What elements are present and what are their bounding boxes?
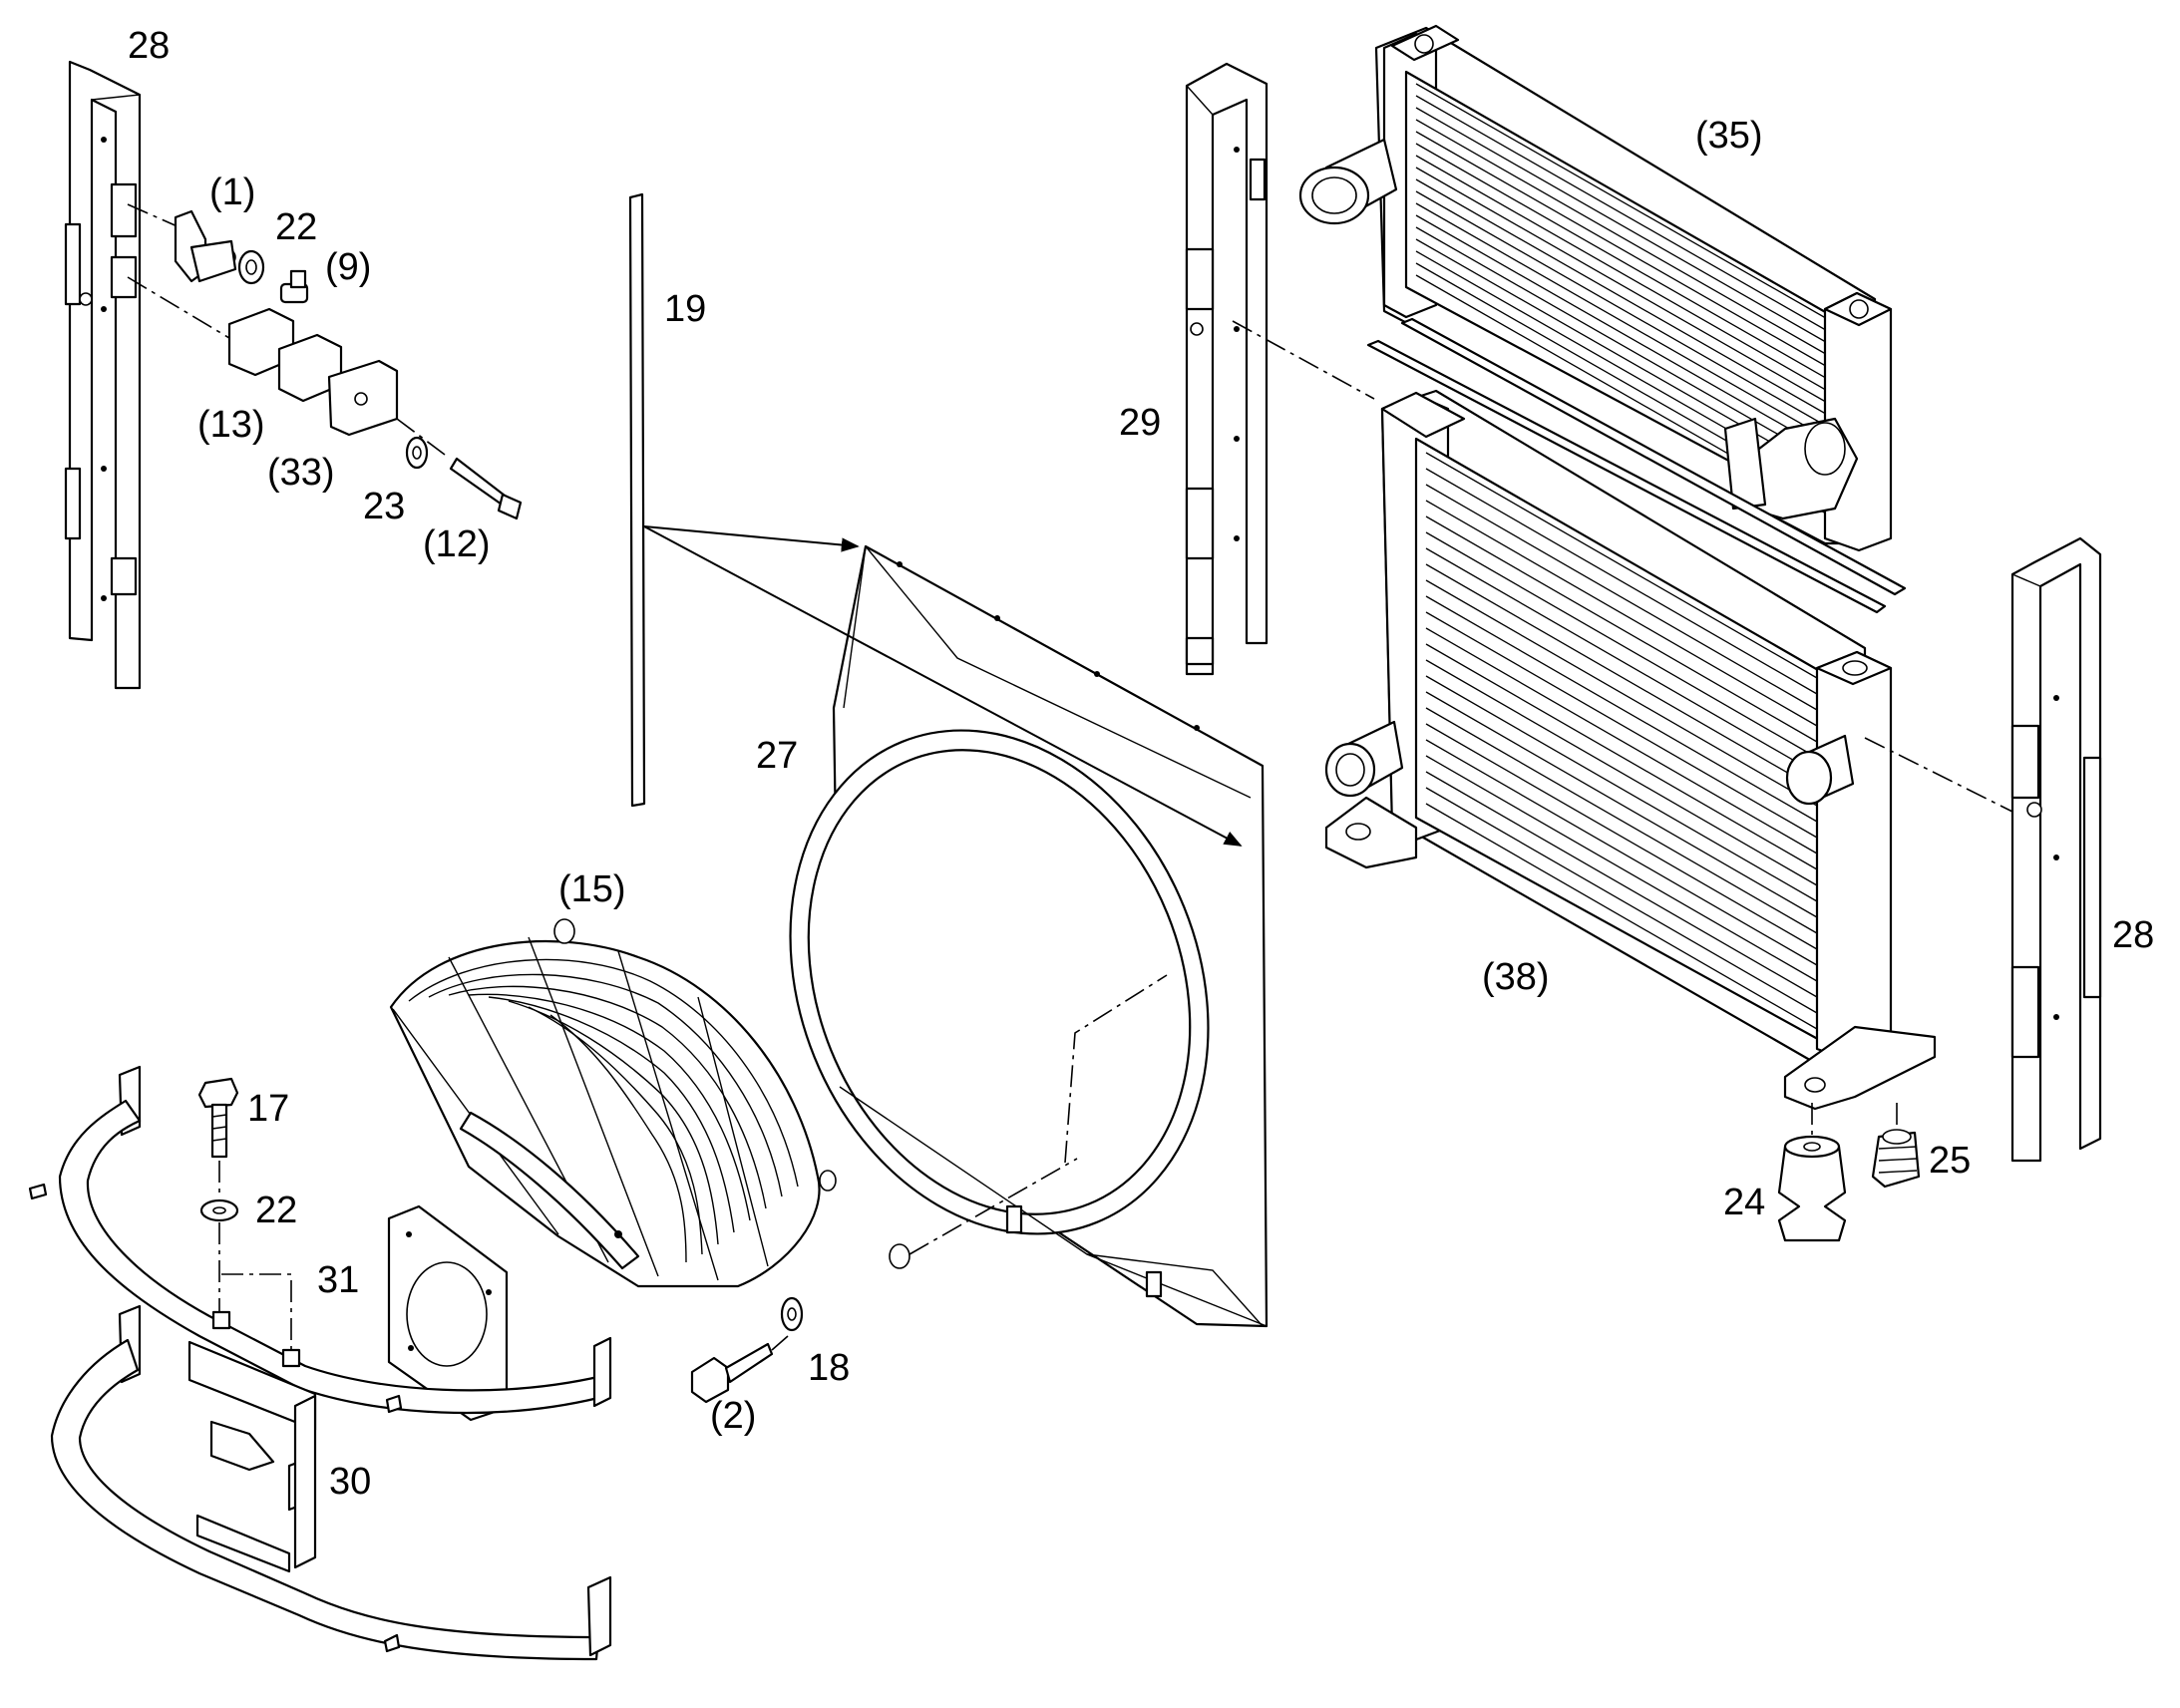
callout-18: 18 — [808, 1347, 850, 1389]
right-side-bracket-28 — [2010, 536, 2102, 1163]
callout-22-bottom: 22 — [255, 1190, 297, 1231]
fan-mounting-frame-30 — [28, 1065, 612, 1661]
rubber-mount-24 — [1777, 1103, 1847, 1242]
charge-air-cooler-35 — [1298, 24, 1893, 552]
seal-strip-19 — [628, 192, 646, 808]
callout-22-top: 22 — [275, 206, 317, 248]
washer-22-bottom — [199, 1198, 292, 1356]
fan-guard-15 — [389, 918, 910, 1288]
seal-strip-cooler — [1366, 317, 1907, 614]
washer-18 — [780, 1296, 804, 1332]
callout-28-right: 28 — [2112, 914, 2154, 956]
nut-25 — [1871, 1103, 1921, 1189]
callout-27: 27 — [756, 735, 798, 777]
callout-31: 31 — [317, 1259, 359, 1301]
callout-15: (15) — [558, 868, 626, 910]
clamp-assembly — [174, 209, 523, 520]
callout-35: (35) — [1695, 115, 1763, 157]
seal-arrows — [643, 525, 1243, 847]
adapter-plate-31 — [387, 1204, 509, 1422]
radiator-38 — [1324, 389, 2015, 1111]
callout-19: 19 — [664, 288, 706, 330]
callout-38: (38) — [1482, 956, 1550, 998]
callout-28-left: 28 — [128, 25, 170, 67]
fan-shroud-27 — [789, 544, 1269, 1328]
bolt-17 — [197, 1077, 239, 1196]
callout-9: (9) — [325, 246, 371, 288]
callout-2: (2) — [710, 1395, 756, 1437]
callout-25: 25 — [1929, 1140, 1971, 1182]
callout-33: (33) — [267, 452, 335, 494]
callout-12: (12) — [423, 523, 491, 565]
callout-1: (1) — [209, 171, 255, 213]
callout-24: 24 — [1723, 1182, 1765, 1223]
callout-17: 17 — [247, 1088, 289, 1130]
callout-23: 23 — [363, 486, 405, 527]
callout-30: 30 — [329, 1461, 371, 1503]
callout-13: (13) — [197, 404, 265, 446]
left-side-bracket-28 — [64, 60, 240, 690]
side-bracket-29 — [1185, 62, 1375, 676]
bolt-2 — [690, 1335, 789, 1404]
callout-29: 29 — [1119, 402, 1161, 444]
callout-labels: 28 (1) 22 (9) (13) (33) 23 (12) 19 29 (3… — [128, 25, 2154, 1503]
